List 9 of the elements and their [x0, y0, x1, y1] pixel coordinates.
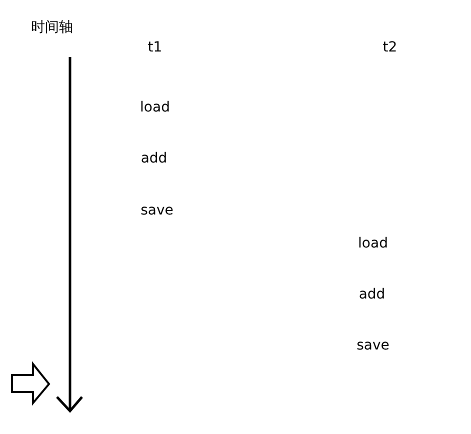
step-label: save [356, 338, 390, 354]
step-label: save [140, 202, 174, 220]
step-label: load [140, 100, 170, 116]
step-label: load [358, 236, 388, 252]
thread-label: t2 [382, 40, 398, 56]
thread-label: t1 [148, 40, 162, 56]
step-label: add [358, 286, 386, 304]
axis-label: 时间轴 [31, 20, 73, 36]
step-label: add [140, 150, 168, 168]
